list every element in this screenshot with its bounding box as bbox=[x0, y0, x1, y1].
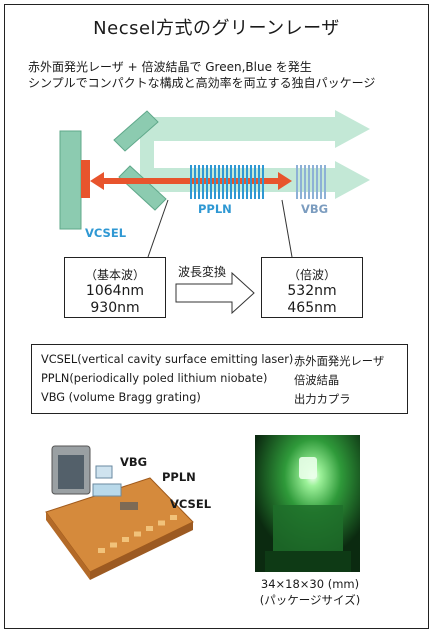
ir-arrowhead-right bbox=[278, 172, 292, 190]
harmonic-value-1: 532nm bbox=[287, 283, 337, 299]
vbg-stripe bbox=[320, 165, 322, 199]
subtitle-line-2: シンプルでコンパクトな構成と高効率を両立する独自パッケージ bbox=[28, 76, 376, 90]
ppln-stripe bbox=[202, 165, 204, 199]
package-pad bbox=[98, 548, 105, 553]
legend-term-vcsel: VCSEL(vertical cavity surface emitting l… bbox=[41, 353, 294, 366]
harmonic-value-2: 465nm bbox=[287, 300, 337, 316]
package-pad bbox=[170, 515, 177, 520]
page-title: Necsel方式のグリーンレーザ bbox=[93, 18, 340, 39]
vbg-stripe bbox=[296, 165, 298, 199]
green-beam-vertical bbox=[140, 141, 154, 168]
fundamental-box: （基本波） 1064nm 930nm bbox=[64, 257, 166, 318]
vbg-label: VBG bbox=[301, 202, 329, 216]
green-beam-upper bbox=[140, 110, 370, 148]
vbg-stripe bbox=[304, 165, 306, 199]
package-pads bbox=[98, 515, 177, 553]
ppln-stripe bbox=[218, 165, 220, 199]
ppln-stripe bbox=[262, 165, 264, 199]
caption-note: (パッケージサイズ) bbox=[259, 593, 361, 607]
ppln-stripe bbox=[254, 165, 256, 199]
fundamental-value-1: 1064nm bbox=[85, 283, 145, 299]
ir-arrowhead-left bbox=[90, 172, 104, 190]
ppln-stripe bbox=[246, 165, 248, 199]
caption-size: 34×18×30 (mm) bbox=[260, 577, 360, 591]
fundamental-heading: （基本波） bbox=[84, 268, 145, 282]
lit-beam-spot bbox=[299, 457, 317, 479]
conversion-label: 波長変換 bbox=[178, 265, 227, 279]
ppln-stripe bbox=[214, 165, 216, 199]
ppln-stripe bbox=[190, 165, 192, 199]
vbg-stripe bbox=[300, 165, 302, 199]
ppln-stripe bbox=[230, 165, 232, 199]
photo-label-ppln: PPLN bbox=[162, 470, 196, 484]
package-board-side bbox=[46, 512, 90, 580]
leader-fundamental bbox=[147, 199, 169, 258]
ppln-stripe bbox=[206, 165, 208, 199]
package-pad bbox=[110, 542, 117, 548]
fundamental-value-2: 930nm bbox=[90, 300, 140, 316]
conversion-arrow bbox=[175, 271, 255, 315]
lit-package-body bbox=[273, 505, 343, 553]
subtitle-line-1: 赤外面発光レーザ + 倍波結晶で Green,Blue を発生 bbox=[28, 60, 312, 74]
package-crystal bbox=[92, 483, 122, 497]
package-pad bbox=[134, 531, 141, 537]
ppln-stripe bbox=[250, 165, 252, 199]
package-board-edge bbox=[90, 522, 193, 580]
package-pad bbox=[158, 520, 165, 526]
vbg-grating bbox=[296, 165, 326, 199]
photo-label-vcsel: VCSEL bbox=[170, 497, 212, 511]
ppln-stripe bbox=[198, 165, 200, 199]
package-photo-drawing bbox=[45, 445, 194, 580]
package-pad bbox=[146, 526, 153, 531]
outer-border bbox=[4, 4, 429, 629]
ppln-stripe bbox=[194, 165, 196, 199]
leader-harmonic bbox=[281, 199, 293, 258]
legend-meaning-ppln: 倍波結晶 bbox=[294, 374, 340, 387]
vbg-stripe bbox=[316, 165, 318, 199]
ppln-stripe bbox=[226, 165, 228, 199]
package-housing-front bbox=[58, 455, 84, 489]
legend-term-vbg: VBG (volume Bragg grating) bbox=[41, 391, 201, 404]
vbg-stripe bbox=[308, 165, 310, 199]
legend-box: VCSEL(vertical cavity surface emitting l… bbox=[31, 344, 408, 414]
lit-package-base bbox=[265, 551, 351, 572]
vcsel-label: VCSEL bbox=[85, 226, 127, 240]
ppln-stripe bbox=[242, 165, 244, 199]
ppln-label: PPLN bbox=[198, 202, 232, 216]
package-vbg-element bbox=[95, 465, 113, 479]
vcsel-chip bbox=[59, 130, 82, 230]
harmonic-box: （倍波） 532nm 465nm bbox=[261, 257, 363, 318]
fold-mirror-upper bbox=[113, 110, 159, 152]
ppln-stripe bbox=[258, 165, 260, 199]
legend-term-ppln: PPLN(periodically poled lithium niobate) bbox=[41, 372, 268, 385]
lit-photo-drawing bbox=[255, 435, 360, 572]
vbg-stripe bbox=[312, 165, 314, 199]
fold-mirror-lower bbox=[118, 165, 167, 211]
package-lit-photo bbox=[255, 435, 360, 572]
harmonic-heading: （倍波） bbox=[287, 268, 336, 282]
ppln-stripe bbox=[222, 165, 224, 199]
legend-meaning-vbg: 出力カプラ bbox=[294, 393, 351, 406]
legend-meaning-vcsel: 赤外面発光レーザ bbox=[294, 355, 385, 368]
ppln-grating bbox=[190, 165, 264, 199]
vcsel-emitter bbox=[81, 160, 90, 198]
package-vcsel-chip bbox=[120, 502, 138, 510]
photo-label-vbg: VBG bbox=[120, 455, 148, 469]
package-pad bbox=[122, 537, 129, 542]
vbg-stripe bbox=[324, 165, 326, 199]
ppln-stripe bbox=[210, 165, 212, 199]
ppln-stripe bbox=[238, 165, 240, 199]
ppln-stripe bbox=[234, 165, 236, 199]
